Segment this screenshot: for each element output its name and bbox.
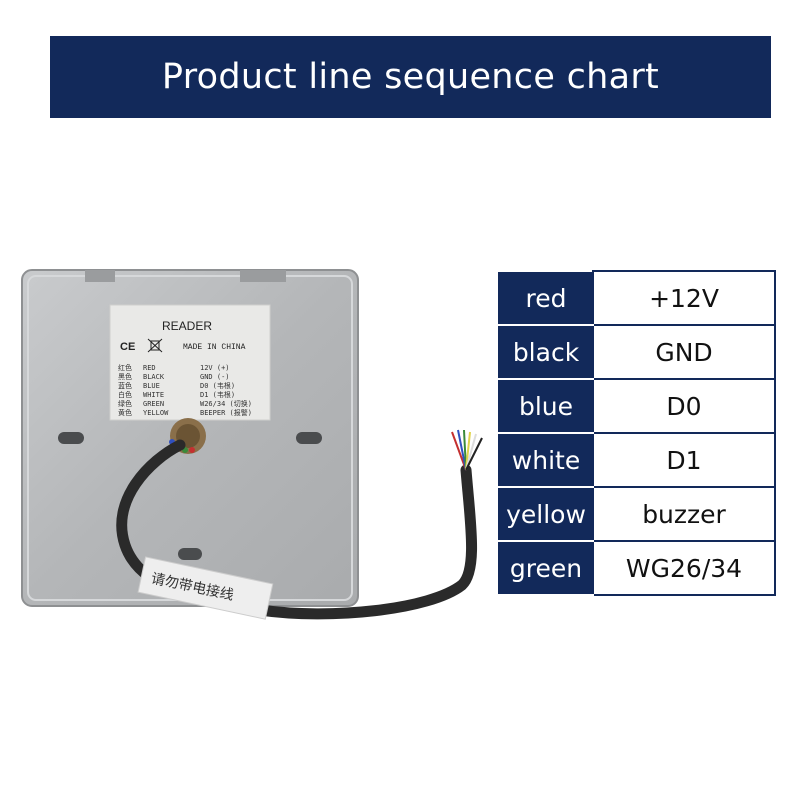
label-line-zh: 白色 [118,390,132,399]
table-row: red +12V [498,270,776,326]
product-label [109,304,271,421]
label-line-zh: 蓝色 [118,381,132,390]
label-line-signal: W26/34 (切换) [200,399,252,408]
wire-signal-cell: D0 [592,378,776,434]
wire-color-cell: blue [498,378,594,434]
wire-signal-cell: buzzer [592,486,776,542]
label-line-color: BLUE [143,382,160,390]
label-line-signal: D0 (韦根) [200,381,235,390]
mount-slot-bottom [178,548,202,560]
page-title: Product line sequence chart [161,57,660,97]
wire-color-cell: yellow [498,486,594,542]
wire-signal-cell: +12V [592,270,776,326]
label-line-signal: BEEPER (报警) [200,408,252,417]
reader-device-photo: READER CE MADE IN CHINA 红色 RED 12V (+) 黑… [21,269,483,620]
wire-signal-cell: GND [592,324,776,380]
label-line-zh: 黑色 [118,372,132,381]
label-title: READER [162,319,212,333]
weee-bin-icon [147,338,163,353]
wire-signal-cell: D1 [592,432,776,488]
label-line-signal: GND (-) [200,373,230,381]
table-row: blue D0 [498,378,776,434]
wire-color-cell: white [498,432,594,488]
wiring-table: red +12V black GND blue D0 white D1 yell… [498,270,776,596]
label-line-signal: 12V (+) [200,364,230,372]
table-row: green WG26/34 [498,540,776,596]
label-origin: MADE IN CHINA [183,343,246,352]
table-row: white D1 [498,432,776,488]
label-wire-lines: 红色 RED 12V (+) 黑色 BLACK GND (-) 蓝色 BLUE … [118,363,252,417]
mount-slot-right [296,432,322,444]
wire-ends [451,429,483,471]
label-line-color: GREEN [143,400,164,408]
label-line-color: RED [143,364,156,372]
label-line-zh: 绿色 [118,399,132,408]
label-line-zh: 红色 [118,363,132,372]
wire-color-cell: black [498,324,594,380]
label-line-color: BLACK [143,373,165,381]
wire-color-cell: red [498,270,594,326]
label-line-signal: D1 (韦根) [200,390,235,399]
label-line-zh: 黄色 [118,408,132,417]
label-line-color: WHITE [143,391,164,399]
wire-signal-cell: WG26/34 [592,540,776,596]
table-row: black GND [498,324,776,380]
label-marks: CE [120,341,135,353]
table-row: yellow buzzer [498,486,776,542]
mount-slot-left [58,432,84,444]
wire-color-cell: green [498,540,594,596]
label-line-color: YELLOW [143,409,169,417]
title-banner: Product line sequence chart [50,36,771,118]
